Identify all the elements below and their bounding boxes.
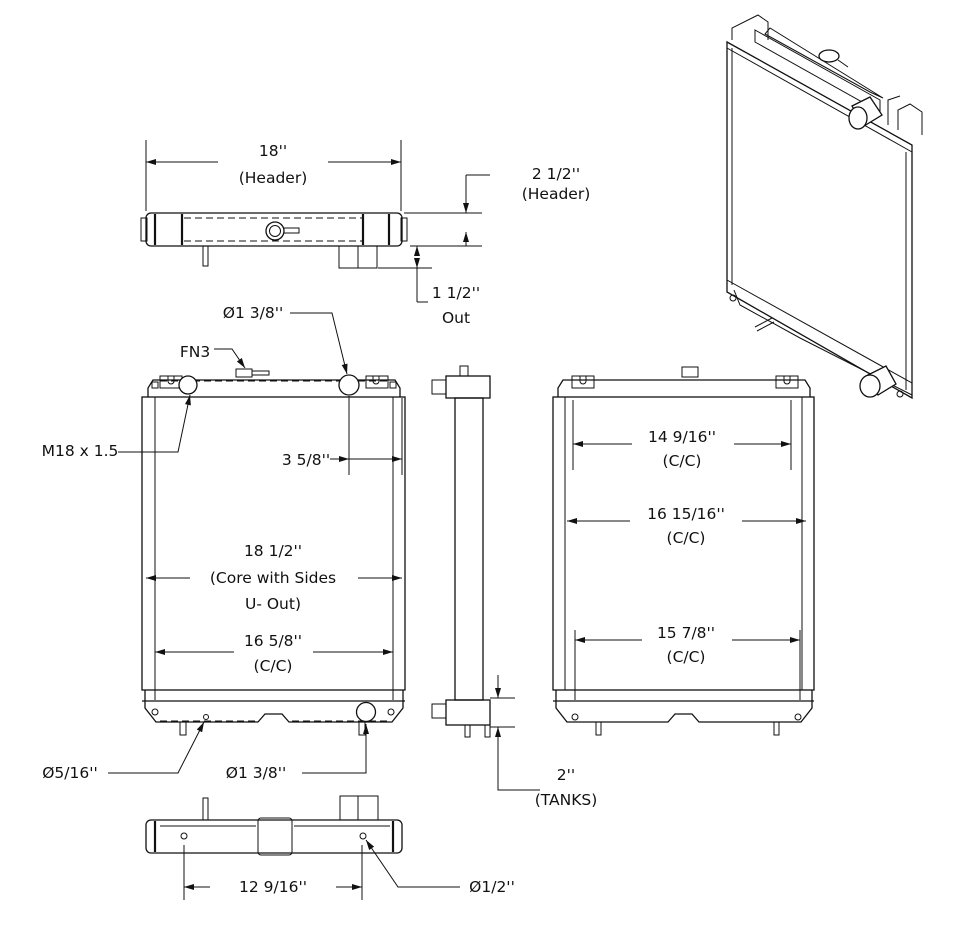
tank-note: (TANKS) [535, 791, 598, 809]
top-view: 18'' (Header) 2 1/2'' (Header) 1 1/2'' O… [140, 140, 591, 327]
iso-outlet-icon [859, 374, 881, 398]
cap-callout: FN3 [180, 343, 210, 361]
header-height-dim: 2 1/2'' [532, 165, 580, 183]
isometric-view [726, 14, 923, 400]
core-width-dim: 18 1/2'' [244, 542, 302, 560]
rear-dim-3-note: (C/C) [667, 648, 706, 666]
outlet-port-icon [355, 701, 377, 723]
side-view: 2'' (TANKS) [431, 365, 598, 809]
small-port-callout: Ø5/16'' [42, 764, 98, 782]
filler-cap-icon [235, 368, 253, 378]
rear-dim-2-note: (C/C) [667, 529, 706, 547]
drain-callout: M18 x 1.5 [42, 442, 119, 460]
core-width-note-2: U- Out) [245, 595, 301, 613]
header-width-note: (Header) [239, 169, 308, 187]
rear-dim-3: 15 7/8'' [657, 624, 715, 642]
inlet-offset-dim: 3 5/8'' [282, 451, 330, 469]
drain-port-icon [178, 375, 198, 395]
iso-inlet-icon [848, 106, 868, 130]
inlet-callout: Ø1 3/8'' [223, 304, 283, 322]
inlet-port-icon [338, 374, 360, 396]
bottom-view: 12 9/16'' Ø1/2'' [145, 795, 515, 900]
iso-cap-icon [818, 49, 840, 63]
mount-spacing-note: (C/C) [254, 657, 293, 675]
rear-dim-1: 14 9/16'' [648, 428, 716, 446]
tank-dim: 2'' [557, 766, 575, 784]
rear-dim-2: 16 15/16'' [647, 505, 725, 523]
hole-callout: Ø1/2'' [469, 878, 515, 896]
rear-view: 14 9/16'' (C/C) 16 15/16'' (C/C) 15 7/8'… [552, 366, 815, 736]
header-width-dim: 18'' [259, 142, 287, 160]
header-height-note: (Header) [522, 185, 591, 203]
outlet-height-note: Out [442, 309, 470, 327]
cap-icon [265, 221, 285, 241]
hole-spacing-dim: 12 9/16'' [239, 878, 307, 896]
mount-spacing-dim: 16 5/8'' [244, 632, 302, 650]
front-view: FN3 Ø1 3/8'' M18 x 1.5 3 5/8'' 18 1/2'' … [42, 304, 406, 782]
outlet-callout: Ø1 3/8'' [226, 764, 286, 782]
outlet-height-dim: 1 1/2'' [432, 284, 480, 302]
core-width-note-1: (Core with Sides [210, 569, 336, 587]
rear-dim-1-note: (C/C) [663, 452, 702, 470]
